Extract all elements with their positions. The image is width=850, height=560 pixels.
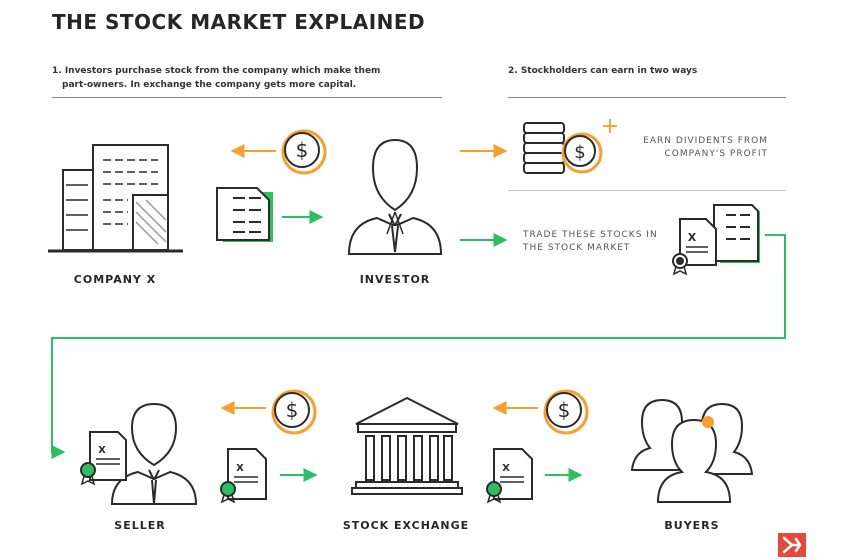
label-company: COMPANY X <box>73 273 157 286</box>
arrow-orange-to-exchange <box>492 401 538 415</box>
arrow-green-to-buyers <box>545 468 583 482</box>
step-one-line2: part-owners. In exchange the company get… <box>62 80 357 90</box>
dividends-line1: EARN DIVIDENTS FROM <box>643 136 768 146</box>
step-one-divider <box>52 97 442 98</box>
investor-person-icon <box>347 138 443 255</box>
step-two-mid-divider <box>508 190 786 191</box>
trade-line1: TRADE THESE STOCKS IN <box>523 230 658 240</box>
dollar-glyph: $ <box>286 398 299 422</box>
label-buyers: BUYERS <box>664 519 720 532</box>
dollar-coin-icon: $ <box>543 389 589 435</box>
step-two-divider <box>508 97 786 98</box>
arrow-orange-to-dividends <box>460 144 508 158</box>
arrow-green-to-trade <box>460 233 508 247</box>
stock-exchange-building-icon <box>351 396 463 495</box>
arrow-green-to-exchange <box>280 468 318 482</box>
label-exchange: STOCK EXCHANGE <box>342 519 470 532</box>
trade-note: TRADE THESE STOCKS IN THE STOCK MARKET <box>523 229 673 255</box>
stock-certificate-icon: X <box>672 204 760 276</box>
arrow-orange-to-seller <box>220 401 266 415</box>
arrow-orange-to-company <box>230 144 276 158</box>
dollar-glyph: $ <box>574 142 585 163</box>
coin-stack-icon: $ + <box>523 114 619 174</box>
arrow-green-to-investor <box>282 210 324 224</box>
page-title: THE STOCK MARKET EXPLAINED <box>52 10 426 34</box>
step-one-text: 1. Investors purchase stock from the com… <box>52 64 380 92</box>
stock-document-icon <box>216 187 273 242</box>
label-seller: SELLER <box>114 519 166 532</box>
dividends-note: EARN DIVIDENTS FROM COMPANY'S PROFIT <box>600 135 768 161</box>
seller-person-icon: X <box>80 402 198 505</box>
dollar-glyph: $ <box>558 398 571 422</box>
plus-glyph: + <box>601 114 619 139</box>
dividends-line2: COMPANY'S PROFIT <box>664 149 768 159</box>
dollar-glyph: $ <box>296 138 309 162</box>
buyers-group-icon <box>630 398 754 503</box>
step-one-line1: 1. Investors purchase stock from the com… <box>52 66 381 76</box>
stock-certificate-icon: X <box>486 448 533 504</box>
stock-mark-glyph: X <box>236 463 244 474</box>
trade-line2: THE STOCK MARKET <box>523 243 631 253</box>
stock-mark-glyph: X <box>502 463 510 474</box>
brand-logo-icon <box>778 533 806 557</box>
dollar-coin-icon: $ <box>271 389 317 435</box>
stock-mark-glyph: X <box>688 231 697 244</box>
stock-certificate-icon: X <box>220 448 267 504</box>
stock-mark-glyph: X <box>98 445 106 456</box>
step-two-line1: 2. Stockholders can earn in two ways <box>508 66 698 76</box>
company-building-icon <box>48 144 183 253</box>
dollar-coin-icon: $ <box>281 129 327 175</box>
label-investor: INVESTOR <box>359 273 431 286</box>
